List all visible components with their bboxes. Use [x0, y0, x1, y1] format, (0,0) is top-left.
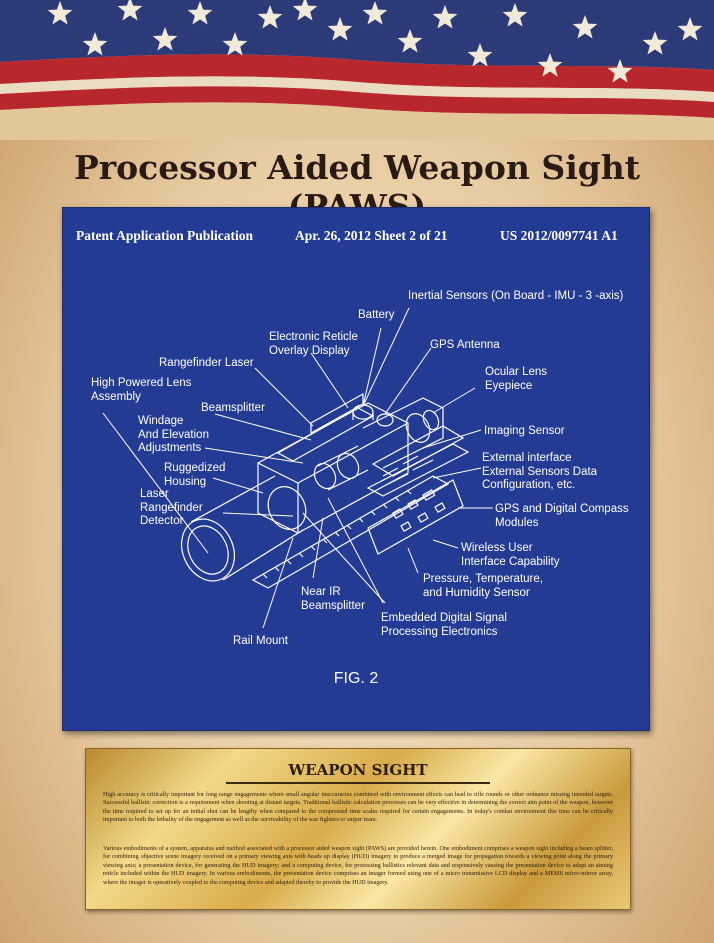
label-beamsplitter: Beamsplitter: [201, 402, 265, 414]
label-rangefinder-laser: Rangefinder Laser: [159, 357, 254, 369]
flag-star-icon: [362, 1, 388, 25]
flag-star-icon: [502, 3, 528, 27]
label-rail-mount: Rail Mount: [233, 635, 288, 647]
weapon-sight-drawing: [102, 307, 493, 629]
publication-number: US 2012/0097741 A1: [500, 228, 618, 243]
label-gps-digital-compass: GPS and Digital Compass Modules: [495, 503, 629, 529]
flag-star-icon: [47, 1, 73, 25]
label-ruggedized-housing: Ruggedized Housing: [164, 462, 226, 488]
figure-label: FIG. 2: [333, 670, 379, 687]
label-embedded-dsp: Embedded Digital Signal Processing Elect…: [381, 612, 507, 638]
flag-star-icon: [187, 1, 213, 25]
label-electronic-reticle: Electronic Reticle Overlay Display: [269, 331, 358, 357]
plaque-paragraph-2: Various embodiments of a system, apparat…: [103, 845, 613, 886]
flag-star-icon: [537, 53, 563, 77]
label-wireless-user-interface: Wireless User Interface Capability: [461, 542, 560, 568]
flag-star-icon: [222, 32, 248, 56]
flag-banner: [0, 0, 714, 140]
label-near-ir-beamsplitter: Near IR Beamsplitter: [301, 586, 365, 612]
patent-drawing-panel: Patent Application Publication Apr. 26, …: [62, 207, 650, 731]
flag-star-icon: [257, 5, 283, 29]
gold-plaque: WEAPON SIGHT High accuracy is critically…: [85, 748, 631, 910]
label-external-interface: External interface External Sensors Data…: [482, 452, 598, 491]
flag-star-icon: [432, 5, 458, 29]
flag-star-icon: [82, 32, 108, 56]
flag-star-icon: [397, 29, 423, 53]
publication-date-sheet: Apr. 26, 2012 Sheet 2 of 21: [295, 228, 448, 243]
label-windage-elevation: Windage And Elevation Adjustments: [138, 415, 209, 454]
label-imaging-sensor: Imaging Sensor: [484, 425, 565, 437]
flag-star-icon: [642, 31, 668, 55]
flag-star-icon: [677, 17, 703, 41]
plaque-paragraph-1: High accuracy is critically important fo…: [103, 791, 613, 824]
label-inertial-sensors: Inertial Sensors (On Board - IMU - 3 -ax…: [408, 290, 624, 302]
plaque-title: WEAPON SIGHT: [288, 761, 428, 779]
flag-star-icon: [292, 0, 318, 21]
label-ocular-lens: Ocular Lens Eyepiece: [485, 366, 548, 392]
flag-star-icon: [327, 17, 353, 41]
label-battery: Battery: [358, 309, 395, 321]
flag-star-icon: [117, 0, 143, 21]
flag-star-icon: [607, 59, 633, 83]
label-high-powered-lens: High Powered Lens Assembly: [91, 377, 192, 403]
label-pressure-temperature: Pressure, Temperature, and Humidity Sens…: [423, 573, 543, 599]
plaque-divider: [226, 782, 490, 784]
label-gps-antenna: GPS Antenna: [430, 339, 500, 351]
flag-star-icon: [572, 15, 598, 39]
label-laser-rangefinder-detector: Laser Rangefinder Detector: [140, 488, 203, 527]
flag-star-icon: [467, 43, 493, 67]
flag-star-icon: [152, 27, 178, 51]
publication-label: Patent Application Publication: [76, 228, 254, 243]
